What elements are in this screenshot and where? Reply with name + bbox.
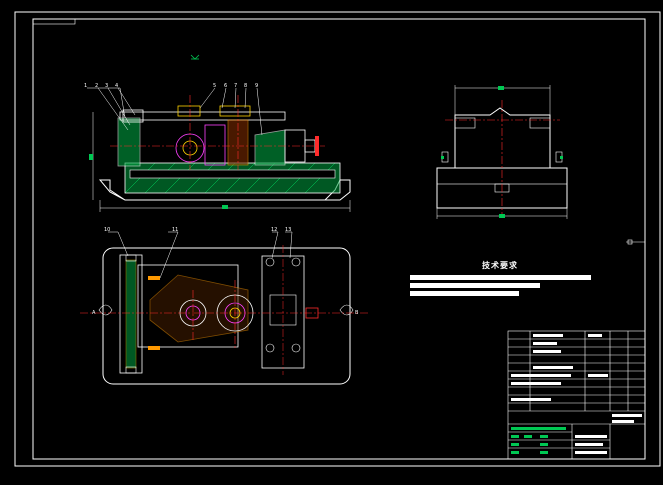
section-marker-right: B (355, 310, 359, 316)
callout-6: 6 (224, 83, 227, 89)
callout-10: 10 (104, 227, 110, 233)
tech-note-line-1 (410, 275, 591, 280)
tech-requirements-title: 技术要求 (482, 261, 518, 270)
callout-13: 13 (285, 227, 291, 233)
callout-5: 5 (213, 83, 216, 89)
callout-8: 8 (244, 83, 247, 89)
tech-note-line-2 (410, 283, 540, 288)
zone-tab-top-left (32, 18, 76, 25)
outer-border (14, 11, 661, 467)
roughness-symbol (190, 54, 200, 60)
callout-3: 3 (105, 83, 108, 89)
callout-11: 11 (172, 227, 178, 233)
side-view (436, 85, 568, 219)
front-view: 1 2 3 4 5 6 7 8 9 (84, 83, 351, 212)
title-block-fills (511, 334, 642, 454)
callout-12: 12 (271, 227, 277, 233)
title-block (507, 330, 646, 460)
callout-9: 9 (255, 83, 258, 89)
tech-note-line-3 (410, 291, 519, 296)
callout-4: 4 (115, 83, 118, 89)
top-view: 10 11 12 13 A B (80, 227, 368, 385)
callout-2: 2 (95, 83, 98, 89)
inner-border (32, 18, 646, 460)
callout-1: 1 (84, 83, 87, 89)
callout-7: 7 (234, 83, 237, 89)
section-marker-left: A (92, 310, 96, 316)
